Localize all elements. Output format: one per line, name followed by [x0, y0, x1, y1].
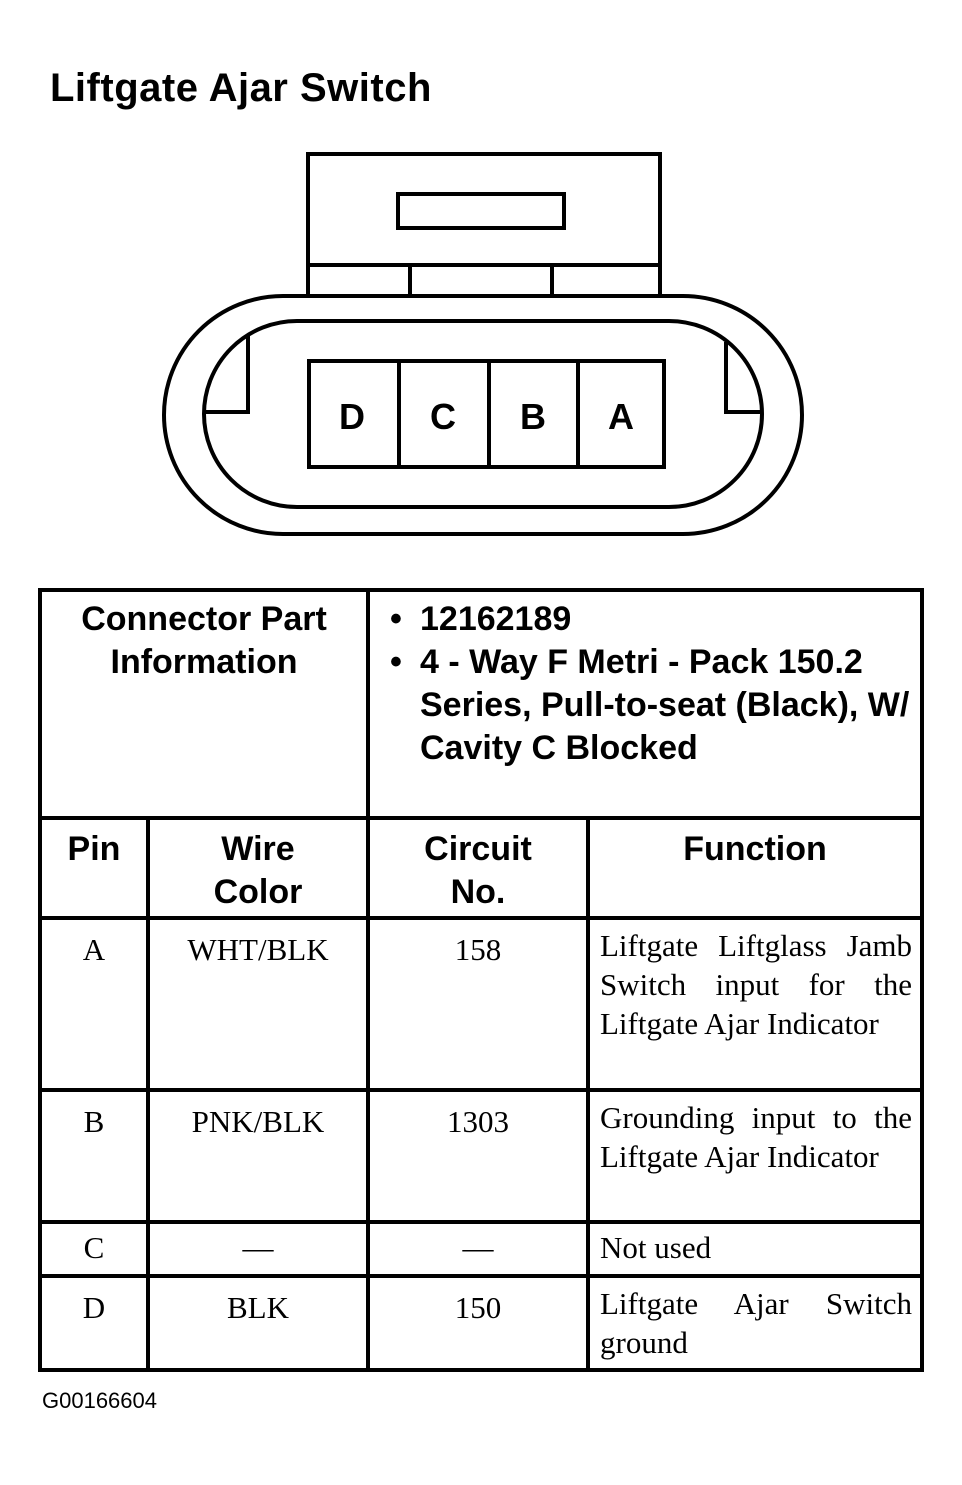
connector-face-diagram: D C B A — [162, 152, 804, 536]
header-wire-color: Wire Color — [146, 816, 370, 920]
table-header-row: Pin Wire Color Circuit No. Function — [38, 816, 925, 920]
part-info-item: •12162189 — [390, 600, 572, 638]
cell-pin: D — [38, 1274, 150, 1372]
connector-left-key — [204, 336, 250, 414]
cell-wire-color: — — [146, 1220, 370, 1278]
part-info-values: •12162189 •4 - Way F Metri - Pack 150.2 … — [365, 588, 925, 820]
cell-pin: B — [38, 1088, 150, 1224]
cell-function: Grounding input to the Liftgate Ajar Ind… — [585, 1088, 925, 1224]
cell-circuit: 1303 — [366, 1088, 590, 1224]
cell-pin: C — [38, 1220, 150, 1278]
figure-code: G00166604 — [42, 1388, 157, 1413]
pin-label-c: C — [430, 396, 456, 437]
table-row: A WHT/BLK 158 Liftgate Liftglass Jamb Sw… — [38, 916, 925, 1092]
cell-pin: A — [38, 916, 150, 1092]
pin-cavity-a — [576, 359, 666, 469]
connector-right-key — [724, 342, 762, 414]
cell-function: Liftgate Liftglass Jamb Switch input for… — [585, 916, 925, 1092]
connector-info-table: Connector Part Information •12162189 •4 … — [38, 588, 925, 1372]
cell-wire-color: WHT/BLK — [146, 916, 370, 1092]
diagram-title: Liftgate Ajar Switch — [50, 66, 432, 110]
table-row: B PNK/BLK 1303 Grounding input to the Li… — [38, 1088, 925, 1224]
cell-function: Not used — [585, 1220, 925, 1278]
connector-lock-slot — [396, 192, 566, 230]
header-circuit-no: Circuit No. — [366, 816, 590, 920]
part-info-label: Connector Part Information — [38, 588, 370, 820]
cell-wire-color: PNK/BLK — [146, 1088, 370, 1224]
pin-label-a: A — [608, 396, 634, 437]
cell-wire-color: BLK — [146, 1274, 370, 1372]
pin-label-d: D — [339, 396, 365, 437]
table-row: D BLK 150 Liftgate Ajar Switch ground — [38, 1274, 925, 1372]
part-info-row: Connector Part Information •12162189 •4 … — [38, 588, 925, 820]
part-info-item: •4 - Way F Metri - Pack 150.2 Series, Pu… — [390, 643, 910, 767]
cell-circuit: 150 — [366, 1274, 590, 1372]
table-row: C — — Not used — [38, 1220, 925, 1278]
header-function: Function — [585, 816, 925, 920]
cell-circuit: 158 — [366, 916, 590, 1092]
cell-circuit: — — [366, 1220, 590, 1278]
cell-function: Liftgate Ajar Switch ground — [585, 1274, 925, 1372]
header-pin: Pin — [38, 816, 150, 920]
pin-label-b: B — [520, 396, 546, 437]
